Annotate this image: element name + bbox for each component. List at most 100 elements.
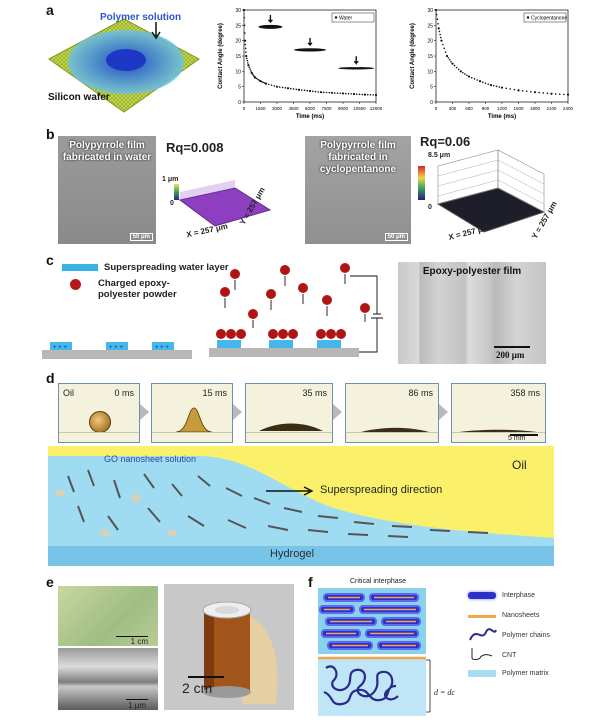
panel-label-c: c bbox=[46, 252, 54, 268]
arrow-right-icon bbox=[233, 404, 242, 420]
x-tick-label: 12000 bbox=[370, 106, 383, 111]
y-tick-label: 0 bbox=[238, 100, 241, 106]
data-point bbox=[314, 90, 317, 93]
data-point bbox=[244, 32, 246, 34]
data-point bbox=[261, 80, 263, 83]
data-point bbox=[255, 77, 258, 80]
z-axis-label-left: 1 μm bbox=[162, 176, 179, 183]
data-point bbox=[467, 75, 471, 78]
scale-bar bbox=[188, 676, 224, 678]
data-point bbox=[244, 39, 247, 42]
legend-cnt-swatch bbox=[471, 648, 493, 660]
data-point bbox=[546, 92, 549, 95]
time-label: 86 ms bbox=[408, 388, 433, 398]
data-point bbox=[448, 59, 451, 61]
data-point bbox=[372, 94, 375, 96]
data-point bbox=[355, 93, 358, 95]
wafer-illustration bbox=[48, 18, 200, 113]
data-point bbox=[521, 90, 524, 92]
go-solution-label: GO nanosheet solution bbox=[104, 454, 197, 464]
substrate-with-water-layer: + + + + + + + + + bbox=[42, 342, 192, 359]
y-tick-label: 30 bbox=[427, 8, 433, 14]
legend-label: Water bbox=[339, 16, 352, 22]
data-point bbox=[462, 71, 464, 74]
data-point bbox=[330, 91, 334, 94]
svg-text:+ + +: + + + bbox=[109, 345, 123, 351]
data-point bbox=[303, 89, 306, 92]
data-point bbox=[286, 87, 290, 90]
data-point bbox=[333, 92, 336, 94]
data-point bbox=[253, 76, 257, 79]
d-equals-dc-label: d = dc bbox=[434, 688, 455, 697]
data-point bbox=[435, 13, 438, 16]
data-point bbox=[328, 91, 331, 94]
data-point bbox=[259, 80, 262, 83]
powder-deposition-schematic bbox=[209, 263, 383, 357]
data-point bbox=[292, 88, 295, 90]
data-point bbox=[436, 18, 439, 20]
data-point bbox=[525, 90, 528, 93]
data-point bbox=[350, 93, 353, 95]
legend-marker bbox=[334, 16, 338, 19]
sem-cross-section: 1 μm bbox=[58, 648, 158, 710]
data-point bbox=[344, 92, 347, 95]
y-tick-label: 30 bbox=[235, 8, 241, 14]
x-tick-label: 4500 bbox=[288, 106, 299, 111]
x-tick-label: 1500 bbox=[513, 106, 524, 111]
data-point bbox=[442, 43, 444, 46]
legend-label: Cyclopentanone bbox=[531, 16, 567, 22]
superspreading-schematic bbox=[48, 446, 554, 566]
data-point bbox=[500, 86, 504, 89]
legend-polymer-chains-label: Polymer chains bbox=[502, 632, 550, 639]
afm-3d-plot-cyclopentanone bbox=[418, 149, 546, 233]
data-point bbox=[464, 73, 466, 75]
x-tick-label: 6000 bbox=[305, 106, 316, 111]
data-point bbox=[457, 68, 460, 71]
oil-label-right: Oil bbox=[512, 458, 527, 472]
data-point bbox=[455, 66, 458, 69]
data-point bbox=[289, 87, 292, 90]
data-point bbox=[369, 93, 372, 96]
data-point bbox=[489, 84, 493, 87]
data-point bbox=[509, 88, 512, 90]
y-tick-label: 5 bbox=[238, 85, 241, 91]
data-point bbox=[363, 93, 367, 96]
legend-interphase-swatch bbox=[468, 592, 496, 599]
legend-nanosheets-swatch bbox=[468, 615, 496, 618]
x-tick-label: 300 bbox=[449, 106, 457, 111]
roll-photo: 2 cm bbox=[164, 584, 294, 710]
data-point bbox=[306, 89, 309, 92]
data-point bbox=[243, 24, 246, 27]
data-point bbox=[466, 74, 468, 77]
data-point bbox=[336, 92, 339, 94]
data-point bbox=[481, 81, 484, 83]
time-label: 0 ms bbox=[114, 388, 134, 398]
time-label: 358 ms bbox=[510, 388, 540, 398]
data-point bbox=[437, 23, 439, 25]
legend-box bbox=[331, 12, 375, 23]
y-tick-label: 0 bbox=[430, 100, 433, 106]
panel-label-a: a bbox=[46, 2, 54, 18]
arrow-down-icon bbox=[307, 37, 313, 47]
rq-cyclopentanone: Rq=0.06 bbox=[420, 134, 471, 149]
data-point bbox=[450, 60, 452, 63]
data-point bbox=[247, 62, 249, 64]
arrow-down-icon bbox=[353, 56, 359, 65]
data-point bbox=[533, 91, 537, 94]
sem-image-cyclopentanone: Polypyrrole film fabricated in cyclopent… bbox=[305, 136, 411, 244]
data-point bbox=[284, 87, 287, 89]
data-point bbox=[264, 82, 268, 85]
interphase-schematic bbox=[318, 588, 431, 716]
x-tick-label: 1200 bbox=[497, 106, 508, 111]
data-point bbox=[341, 92, 345, 95]
y-tick-label: 20 bbox=[235, 39, 241, 45]
epoxy-film-title: Epoxy-polyester film bbox=[422, 266, 522, 277]
film-water-caption: Polypyrrole film fabricated in water bbox=[62, 140, 152, 163]
scale-photo-label: 2 cm bbox=[182, 680, 213, 696]
scale-bar bbox=[510, 434, 538, 436]
data-point bbox=[258, 79, 260, 82]
legend-polymer-matrix-label: Polymer matrix bbox=[502, 670, 549, 677]
scale-bar bbox=[116, 635, 148, 637]
droplet-frame-86ms: 86 ms bbox=[345, 383, 439, 443]
data-point bbox=[262, 81, 265, 84]
